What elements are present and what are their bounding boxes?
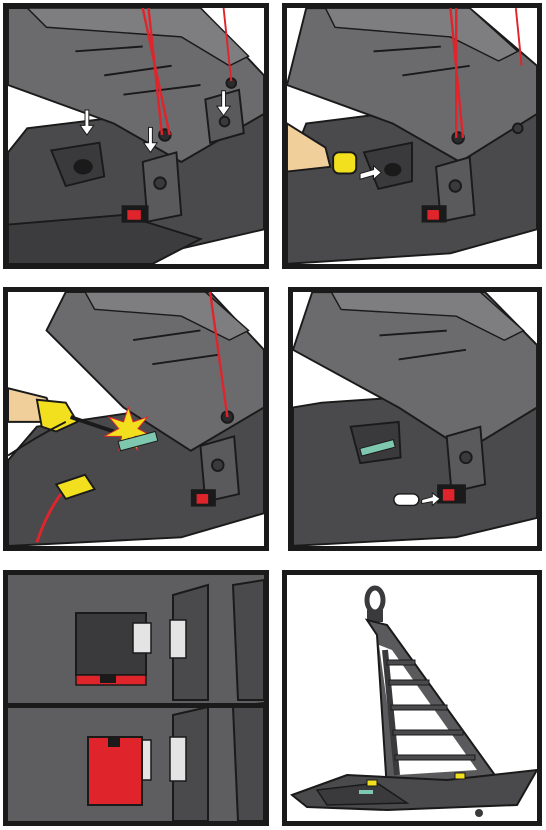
lock-detail-illustration xyxy=(8,575,264,821)
welding-illustration xyxy=(8,292,264,546)
panel-step-1 xyxy=(3,3,269,269)
cylinder-insert-illustration xyxy=(287,8,537,264)
pin-insert-illustration xyxy=(293,292,537,546)
red-lock-block xyxy=(88,737,142,805)
lock-before xyxy=(8,575,264,700)
red-lock-block xyxy=(127,210,140,220)
panel-divider xyxy=(8,703,264,708)
panel-step-5 xyxy=(3,570,269,826)
panel-step-3 xyxy=(3,287,269,551)
panel-step-6 xyxy=(282,570,542,826)
panel-step-2 xyxy=(282,3,542,269)
cylinder xyxy=(333,152,356,173)
panel-step-4 xyxy=(288,287,542,551)
lock-after xyxy=(8,703,264,821)
anchor-shank-illustration xyxy=(8,8,264,264)
locking-pin xyxy=(394,494,419,506)
anchor-overview-illustration xyxy=(287,575,537,821)
